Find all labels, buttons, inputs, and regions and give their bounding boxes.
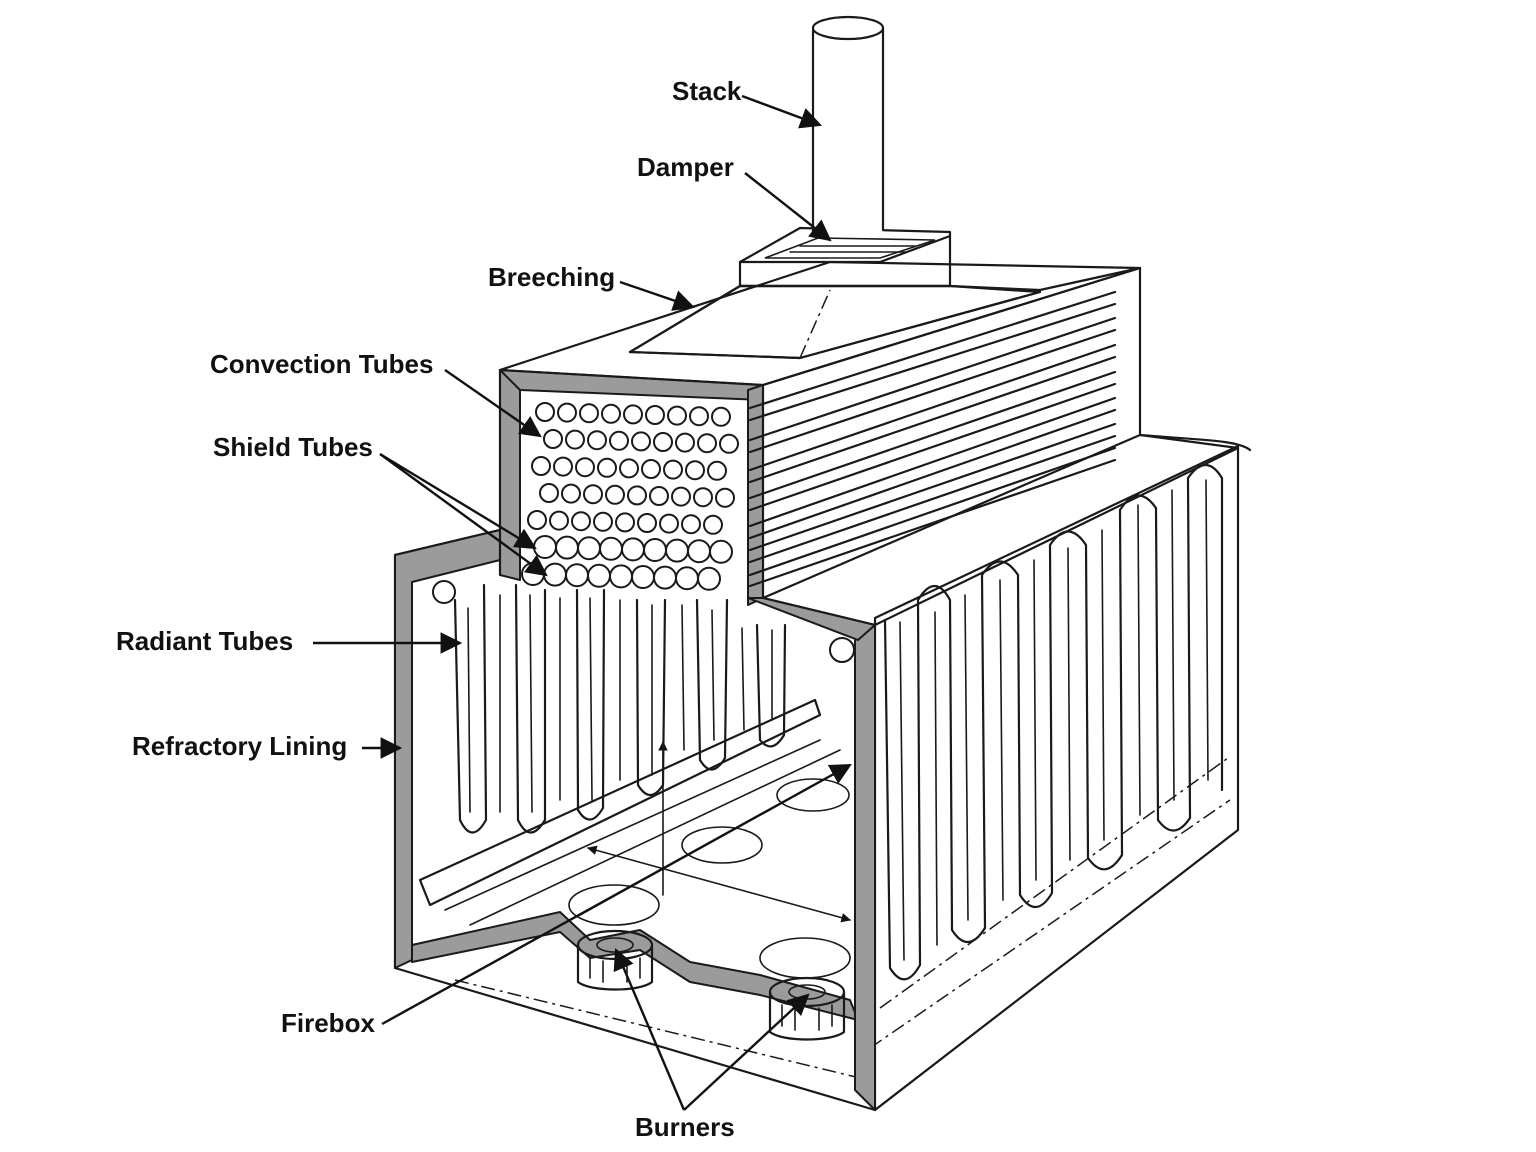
convection-tube-ends	[521, 402, 739, 591]
shield-tube-end	[709, 539, 733, 564]
convection-tube-end	[593, 511, 613, 532]
shield-tube-end	[565, 563, 589, 588]
convection-tube-end	[653, 432, 673, 452]
label-firebox: Firebox	[281, 763, 852, 1038]
convection-tube-end	[703, 514, 723, 535]
convection-tube-end	[645, 405, 665, 425]
shield-tube-end	[697, 566, 721, 591]
shield-tube-end	[533, 535, 557, 559]
convection-tube-end	[557, 402, 577, 423]
refractory-lining	[394, 369, 876, 1111]
convection-tube-end	[675, 432, 695, 453]
label-shield-tubes-text: Shield Tubes	[213, 432, 373, 462]
convection-tube-end	[637, 513, 657, 533]
convection-tube-end	[527, 510, 547, 530]
convection-tube-end	[671, 486, 691, 507]
shield-tube-end	[665, 538, 689, 563]
convection-tube-end	[587, 430, 607, 451]
label-breeching-text: Breeching	[488, 262, 615, 292]
damper	[738, 226, 952, 288]
shield-tube-end	[609, 564, 633, 589]
convection-tube-end	[623, 404, 643, 425]
convection-tube-end	[641, 459, 661, 479]
convection-tube-end	[615, 512, 635, 533]
convection-tube-end	[539, 483, 559, 503]
label-firebox-text: Firebox	[281, 1008, 375, 1038]
label-refractory-lining-text: Refractory Lining	[132, 731, 347, 761]
label-radiant-tubes-text: Radiant Tubes	[116, 626, 293, 656]
convection-tube-end	[619, 458, 639, 479]
shield-tube-end	[643, 538, 667, 562]
convection-tube-end	[575, 457, 595, 478]
shield-tube-end	[675, 566, 699, 591]
label-damper: Damper	[637, 152, 832, 242]
radiant-tubes-left-wall	[432, 580, 787, 834]
shield-tube-end	[577, 536, 601, 561]
stack	[811, 15, 885, 234]
convection-tube-end	[543, 429, 563, 449]
convection-tube-end	[597, 457, 617, 478]
convection-tube-end	[583, 484, 603, 505]
convection-tube-end	[711, 406, 731, 427]
shield-tube-end	[653, 565, 677, 590]
shield-tube-end	[587, 563, 611, 588]
shield-tube-end	[543, 562, 567, 587]
convection-tube-end	[681, 514, 701, 535]
label-burners-text: Burners	[635, 1112, 735, 1142]
convection-tube-end	[663, 459, 683, 480]
convection-tube-end	[707, 460, 727, 481]
convection-tube-end	[531, 456, 551, 476]
convection-tube-end	[535, 402, 555, 422]
shield-tube-end	[599, 536, 623, 561]
convection-tubes-side	[748, 290, 1117, 588]
convection-tube-end	[697, 433, 717, 454]
label-convection-tubes-text: Convection Tubes	[210, 349, 433, 379]
convection-tube-end	[565, 429, 585, 450]
convection-tube-end	[553, 456, 573, 477]
convection-tube-end	[549, 510, 569, 531]
convection-tube-end	[667, 405, 687, 426]
shield-tube-end	[555, 535, 579, 560]
convection-tube-end	[689, 406, 709, 427]
convection-tube-end	[609, 430, 629, 451]
label-shield-tubes: Shield Tubes	[213, 432, 548, 577]
convection-tube-end	[649, 486, 669, 506]
shield-tube-end	[631, 565, 655, 589]
convection-tube-end	[719, 433, 739, 454]
shield-tube-end	[621, 537, 645, 562]
label-burners: Burners	[613, 948, 810, 1142]
convection-tube-end	[715, 487, 735, 508]
shield-tube-end	[687, 539, 711, 564]
label-stack-text: Stack	[672, 76, 742, 106]
convection-tube-end	[571, 511, 591, 532]
convection-tube-end	[627, 485, 647, 506]
label-convection-tubes: Convection Tubes	[210, 349, 542, 438]
label-radiant-tubes: Radiant Tubes	[116, 626, 463, 656]
convection-tube-end	[659, 513, 679, 534]
convection-tube-end	[605, 484, 625, 505]
label-damper-text: Damper	[637, 152, 734, 182]
convection-tube-end	[631, 431, 651, 452]
breeching	[628, 266, 1142, 360]
convection-tube-end	[601, 403, 621, 424]
label-refractory-lining: Refractory Lining	[132, 731, 403, 761]
label-stack: Stack	[672, 76, 823, 129]
radiant-tubes-right-wall	[829, 463, 1224, 981]
label-breeching: Breeching	[488, 262, 696, 311]
convection-tube-end	[561, 483, 581, 504]
convection-tube-end	[693, 487, 713, 508]
convection-tube-end	[579, 403, 599, 424]
convection-tube-end	[685, 460, 705, 481]
